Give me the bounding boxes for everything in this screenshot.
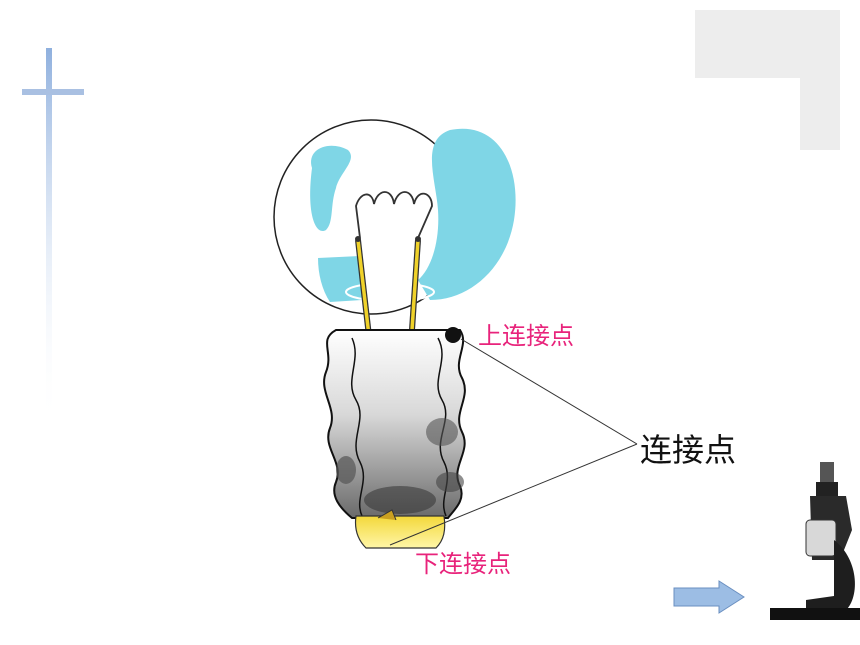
connection-pointer-lines [389, 338, 638, 546]
bulb-screw-base [323, 329, 466, 519]
filament-coil [355, 191, 433, 239]
light-bulb-icon [273, 119, 516, 549]
bulb-base-tip [354, 515, 446, 549]
glass-tint-left [310, 145, 351, 232]
connection-points-label: 连接点 [640, 431, 737, 469]
glass-tint-right [418, 128, 516, 300]
support-ring [345, 282, 435, 302]
lower-connection-point-label: 下连接点 [415, 550, 511, 578]
right-arrow-icon[interactable] [673, 580, 745, 614]
decorative-cross [22, 48, 84, 428]
upper-connection-point-label: 上连接点 [478, 322, 574, 350]
thread-groove-left [351, 337, 365, 517]
upper-connection-dot [445, 327, 461, 343]
glass-tint-bottom [318, 256, 362, 302]
microscope-icon [770, 450, 860, 645]
background-decoration [695, 10, 840, 150]
